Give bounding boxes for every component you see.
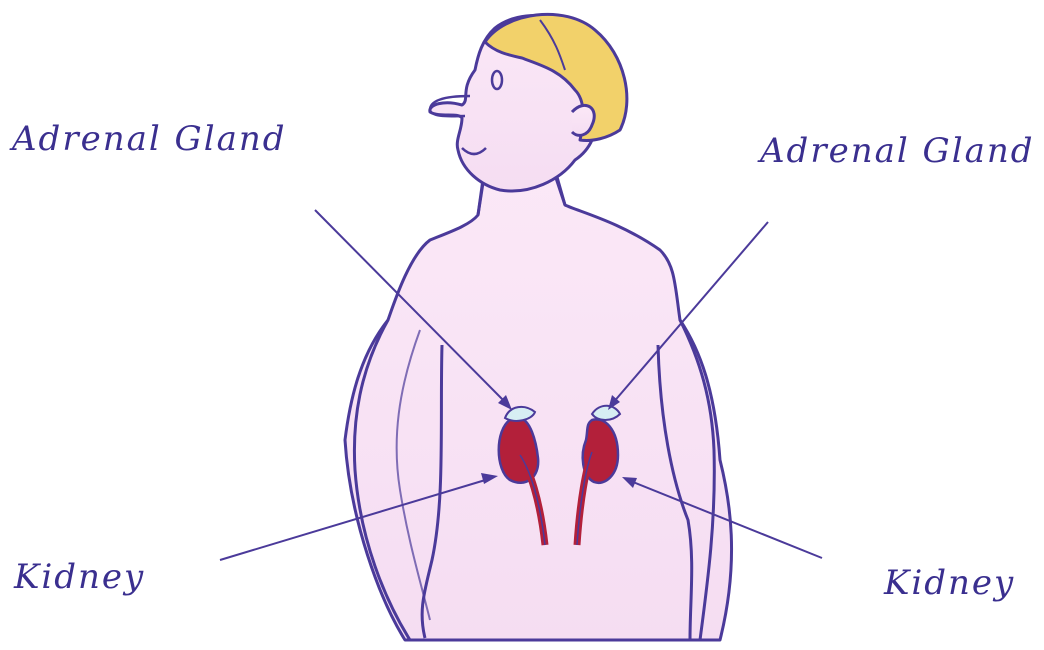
label-kidney-right: Kidney: [884, 566, 1015, 600]
torso: [345, 170, 732, 640]
label-adrenal-gland-left: Adrenal Gland: [12, 122, 287, 156]
label-kidney-left: Kidney: [14, 560, 145, 594]
label-adrenal-gland-right: Adrenal Gland: [760, 134, 1035, 168]
